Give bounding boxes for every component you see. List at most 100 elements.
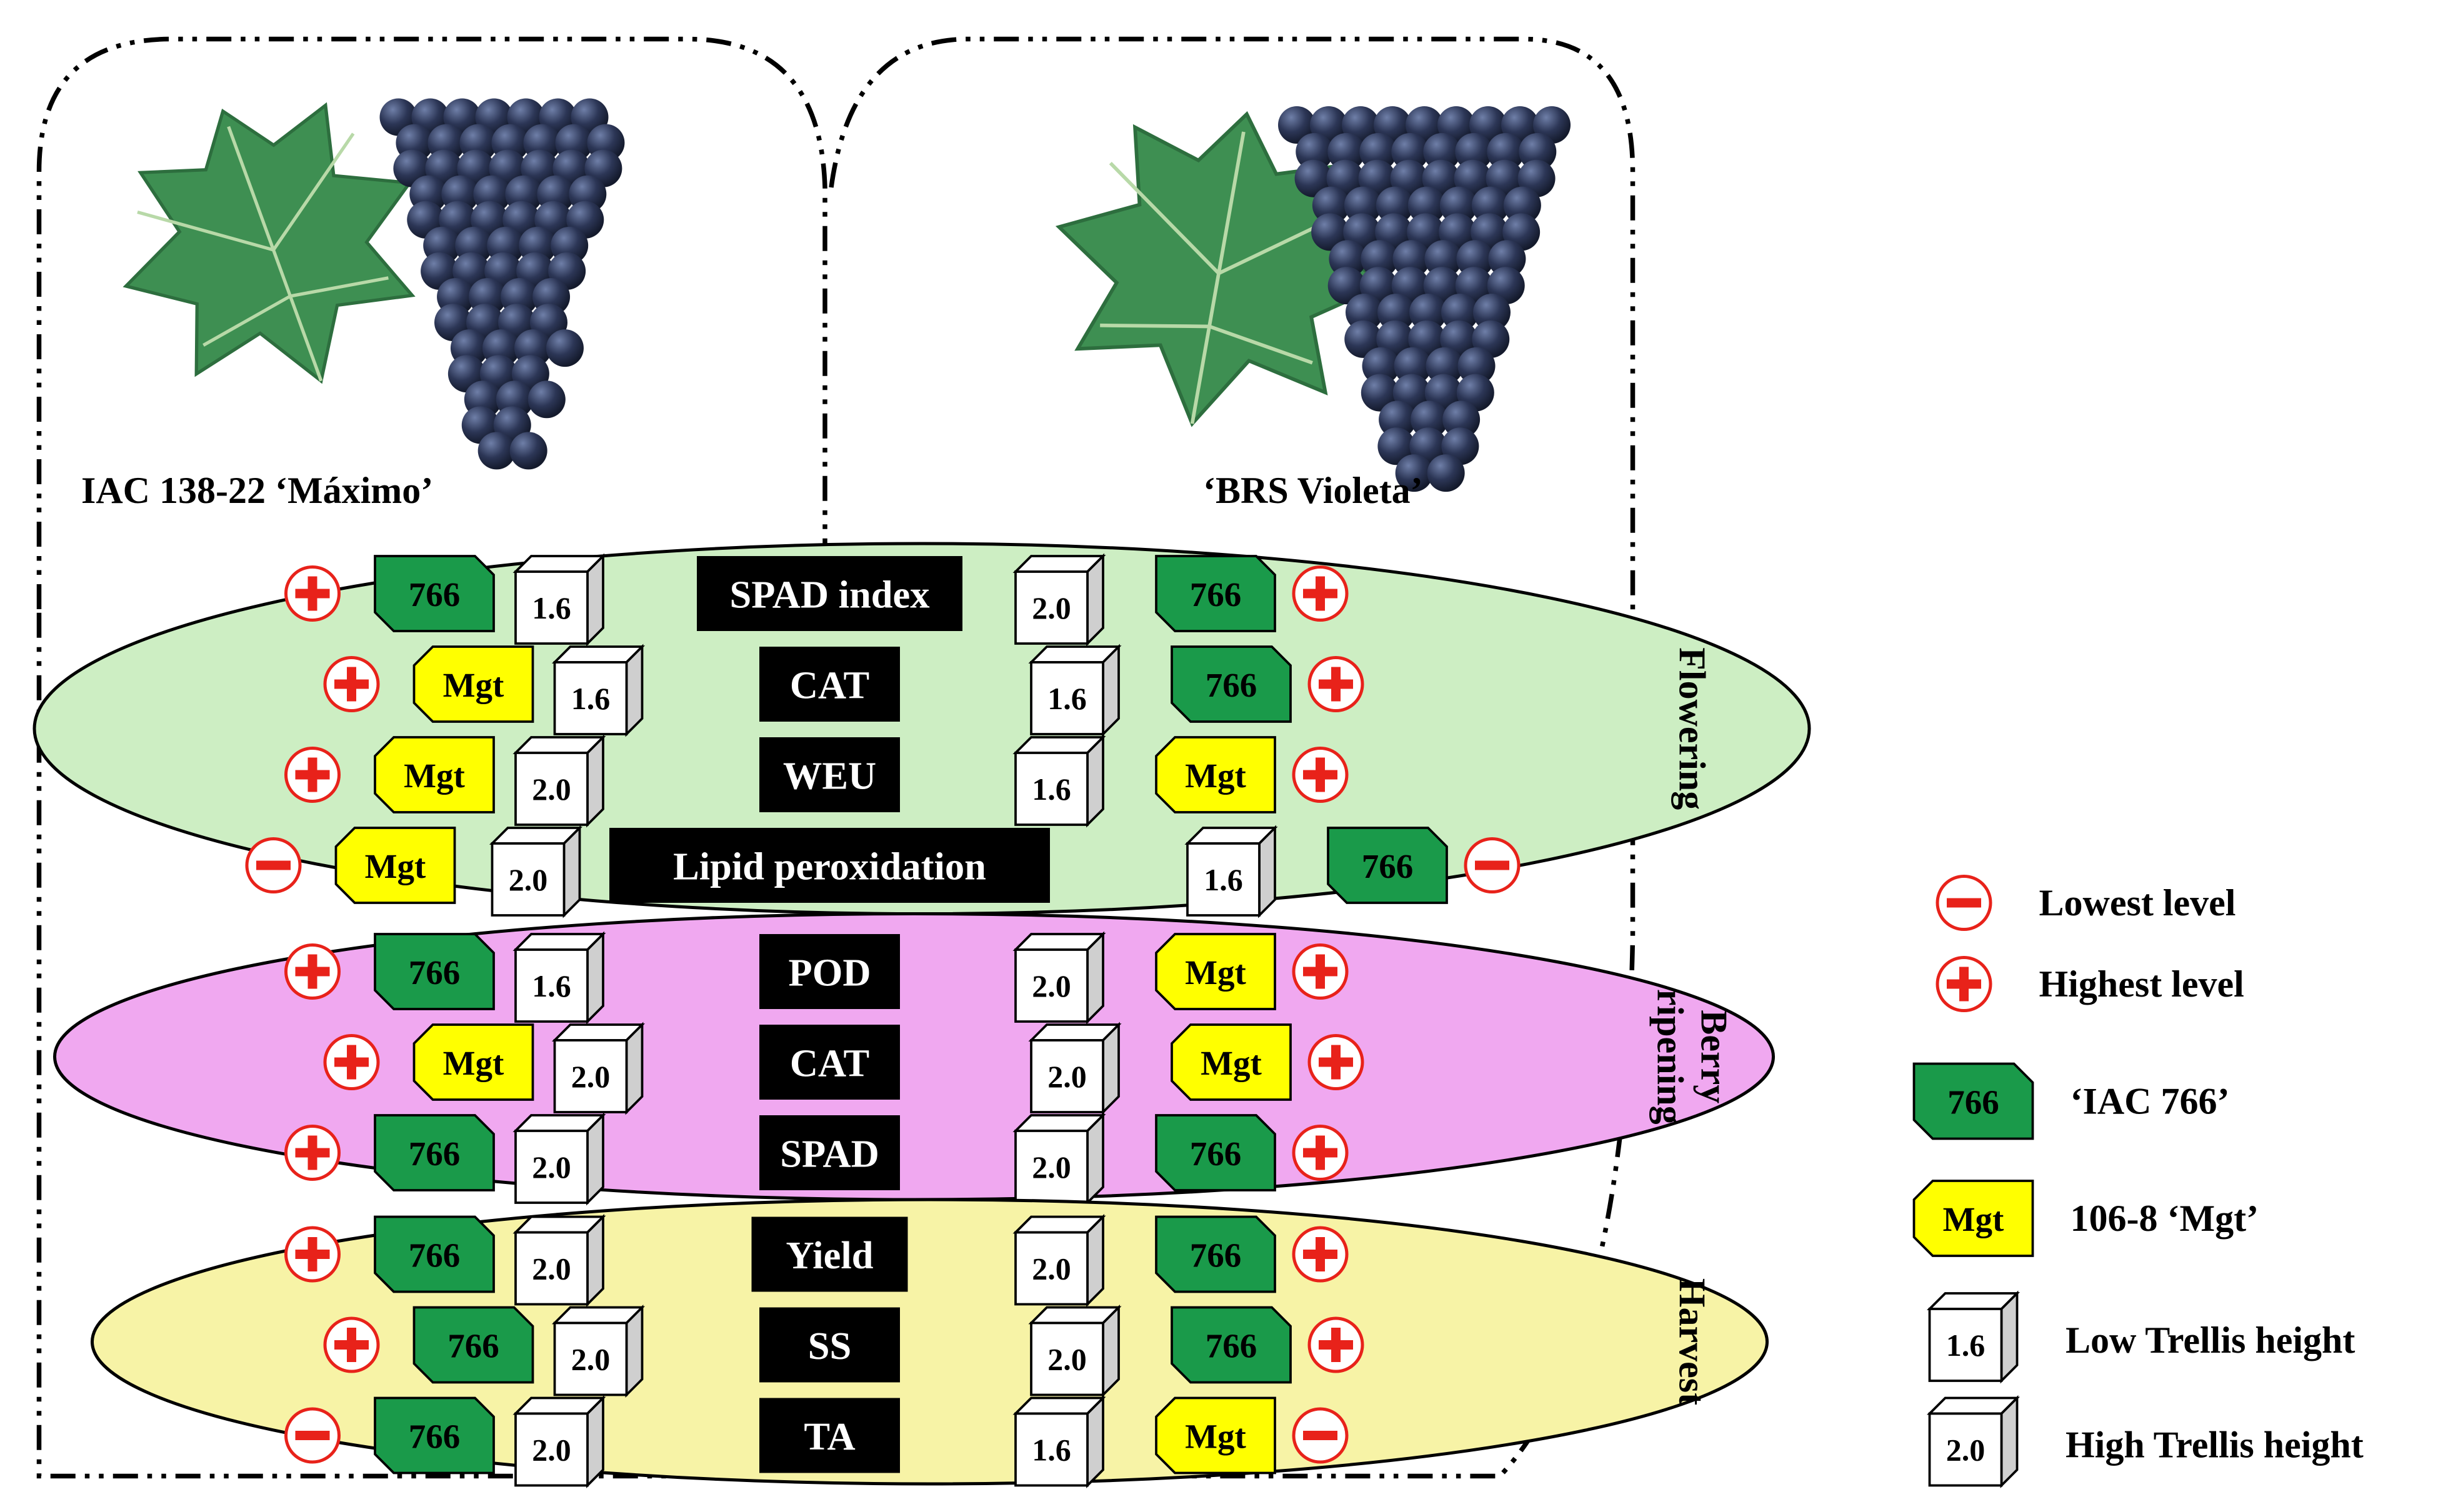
tag-label: 766 <box>409 1418 461 1456</box>
right-level-sign <box>1309 658 1362 711</box>
cube-label: 2.0 <box>1032 968 1071 1003</box>
left-rootstock-tag: Mgt <box>336 828 455 903</box>
cube-side <box>587 934 603 1022</box>
indicator-label: POD <box>789 951 871 995</box>
left-level-sign <box>286 749 339 802</box>
indicator-label: Yield <box>786 1233 873 1277</box>
cube-label: 2.0 <box>532 772 571 807</box>
cube-label: 2.0 <box>1047 1059 1087 1094</box>
tag-label: 766 <box>1190 1236 1242 1275</box>
tag-label: 766 <box>409 1135 461 1173</box>
cube-side <box>564 828 580 915</box>
right-trellis-cube: 2.0 <box>1031 1025 1119 1112</box>
plus-bar-v <box>308 577 317 611</box>
tag-label: Mgt <box>1185 757 1246 795</box>
right-level-sign <box>1294 749 1347 802</box>
right-level-sign <box>1294 1228 1347 1281</box>
cube-side <box>587 1115 603 1203</box>
plus-bar-v <box>1331 667 1341 702</box>
legend-rootstock-tag: Mgt <box>1914 1181 2033 1256</box>
cube-side <box>627 1025 642 1112</box>
right-level-sign <box>1309 1036 1362 1089</box>
cube-label: 2.0 <box>532 1433 571 1468</box>
right-trellis-cube: 2.0 <box>1016 1217 1103 1305</box>
right-rootstock-tag: 766 <box>1156 1115 1275 1190</box>
indicator-label: CAT <box>790 664 869 707</box>
stage-name: Harvest <box>1672 1278 1713 1405</box>
right-rootstock-tag: Mgt <box>1156 934 1275 1009</box>
tag-label: 766 <box>409 575 461 614</box>
tag-label: Mgt <box>443 666 504 704</box>
cube-side <box>1103 1025 1119 1112</box>
stage-2: ripeningBerryPOD7661.62.0MgtCATMgt2.02.0… <box>55 914 1774 1203</box>
cube-side <box>1087 1398 1103 1486</box>
left-level-sign <box>286 1228 339 1281</box>
indicator-row: Yield 766 2.0 2.0 766 <box>286 1217 1347 1305</box>
right-rootstock-tag: 766 <box>1156 1217 1275 1292</box>
right-rootstock-tag: Mgt <box>1172 1025 1291 1100</box>
cube-label: 1.6 <box>1032 772 1071 807</box>
indicator-row: TA7662.01.6Mgt <box>286 1398 1347 1486</box>
cube-label: 2.0 <box>532 1150 571 1185</box>
plus-bar-v <box>308 1136 317 1170</box>
left-rootstock-tag: Mgt <box>414 647 533 722</box>
cube-side <box>2002 1293 2017 1381</box>
right-rootstock-tag: 766 <box>1328 828 1447 903</box>
cube-side <box>1087 934 1103 1022</box>
cube-label: 1.6 <box>1032 1433 1071 1468</box>
stage-name-line: Flowering <box>1672 647 1713 810</box>
right-trellis-cube: 2.0 <box>1016 1115 1103 1203</box>
right-trellis-cube: 1.6 <box>1031 647 1119 734</box>
plus-bar-v <box>347 1328 356 1362</box>
left-trellis-cube: 2.0 <box>516 1217 603 1305</box>
legend-label: ‘IAC 766’ <box>2071 1081 2230 1122</box>
tag-label: Mgt <box>404 757 465 795</box>
right-level-sign <box>1294 1127 1347 1180</box>
cultivar-right-name: ‘BRS Violeta’ <box>1203 470 1423 511</box>
legend-item: Mgt106-8 ‘Mgt’ <box>1914 1181 2259 1256</box>
left-level-sign <box>286 945 339 998</box>
plus-bar-v <box>308 758 317 792</box>
legend-item: 2.0High Trellis height <box>1930 1398 2364 1486</box>
cube-label: 2.0 <box>1047 1342 1087 1377</box>
cube-side <box>587 737 603 825</box>
tag-label: 766 <box>409 1236 461 1275</box>
tag-label: Mgt <box>1185 1418 1246 1456</box>
legend-plus-icon <box>1937 958 1991 1011</box>
indicator-row: Lipid peroxidationMgt2.01.6766 <box>247 828 1519 915</box>
right-level-sign <box>1309 1318 1362 1371</box>
left-rootstock-tag: Mgt <box>414 1025 533 1100</box>
cube-label: 2.0 <box>1032 1251 1071 1286</box>
tag-label: 766 <box>1362 847 1414 885</box>
cube-label: 2.0 <box>1032 1150 1071 1185</box>
left-level-sign <box>286 1409 339 1462</box>
legend-item: Lowest level <box>1937 877 2236 930</box>
left-rootstock-tag: 766 <box>375 556 494 631</box>
right-level-sign <box>1294 1409 1347 1462</box>
minus-bar <box>1947 898 1981 908</box>
indicator-label: SS <box>808 1324 852 1368</box>
tag-label: 766 <box>1190 575 1242 614</box>
cube-side <box>627 647 642 734</box>
cube-label: 2.0 <box>509 862 548 897</box>
indicator-label: WEU <box>783 754 876 798</box>
stage-1: FloweringSPAD index7661.62.0766CATMgt1.6… <box>34 544 1809 915</box>
left-rootstock-tag: 766 <box>375 1217 494 1292</box>
left-trellis-cube: 2.0 <box>516 737 603 825</box>
cube-side <box>587 1398 603 1486</box>
grape-berry <box>528 380 566 418</box>
left-level-sign <box>325 658 378 711</box>
right-trellis-cube: 2.0 <box>1016 934 1103 1022</box>
tag-label: 766 <box>1206 1327 1257 1365</box>
grape-berry <box>546 329 584 367</box>
cube-label: 2.0 <box>1032 590 1071 625</box>
cube-label: 2.0 <box>571 1059 611 1094</box>
plus-bar-v <box>1316 955 1325 989</box>
plus-bar-v <box>1331 1328 1341 1362</box>
left-trellis-cube: 2.0 <box>516 1398 603 1486</box>
right-rootstock-tag: 766 <box>1156 556 1275 631</box>
left-level-sign <box>325 1036 378 1089</box>
